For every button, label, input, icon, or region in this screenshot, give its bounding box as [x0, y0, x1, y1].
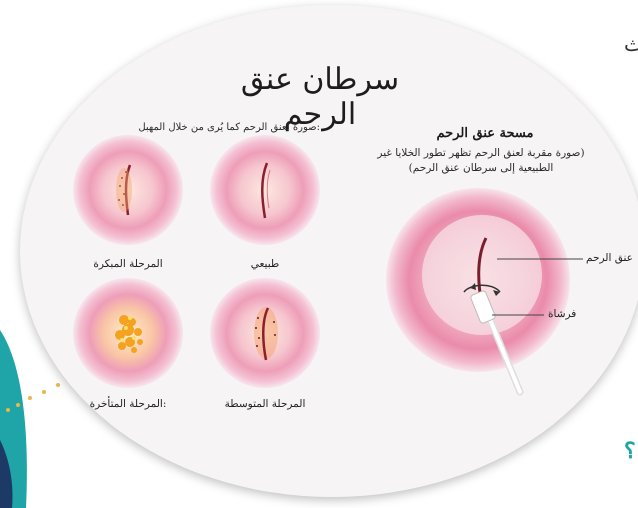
cervix-middle-illustration [210, 278, 320, 388]
label-early-stage: المرحلة المبكرة [78, 258, 178, 270]
cervix-normal-illustration [210, 135, 320, 245]
pap-smear-illustration [386, 188, 583, 392]
label-middle-stage: المرحلة المتوسطة [215, 398, 315, 410]
cervix-late-illustration [73, 278, 183, 388]
label-normal: طبيعي [215, 258, 315, 270]
label-late-stage: :المرحلة المتأخرة [78, 398, 178, 410]
callout-cervix: عنق الرحم [586, 252, 633, 264]
callout-brush: فرشاة [548, 308, 576, 320]
cervix-early-illustration [73, 135, 183, 245]
